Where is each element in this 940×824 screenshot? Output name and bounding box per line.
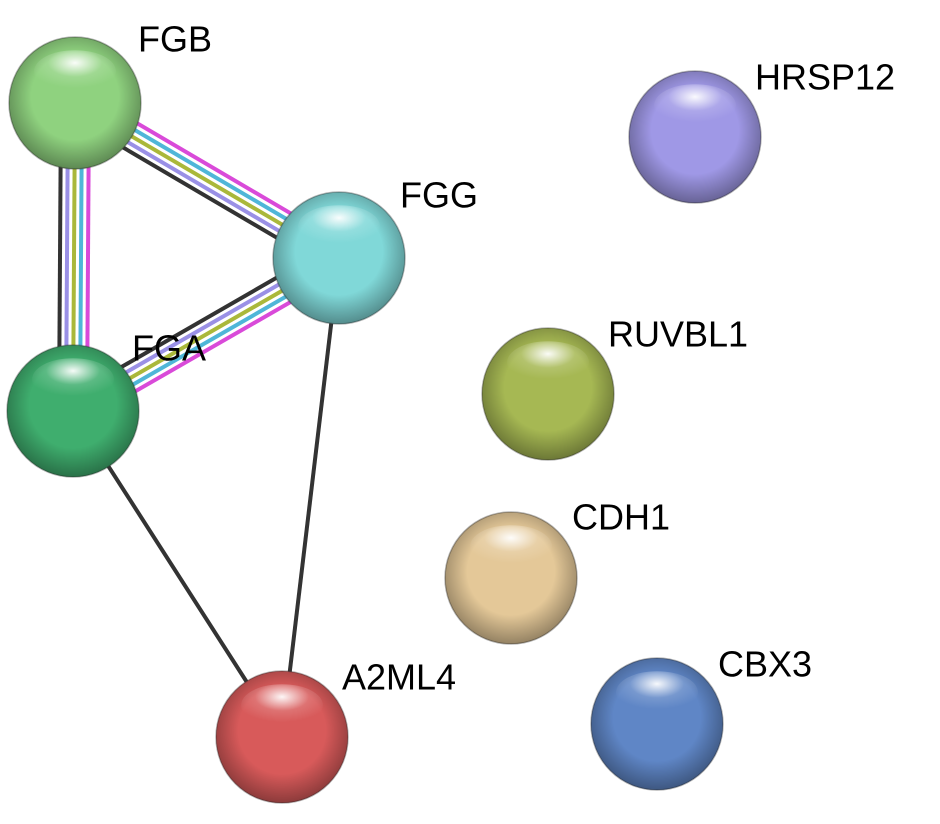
- node-highlight: [616, 671, 698, 714]
- node-label: FGB: [138, 19, 212, 60]
- node-highlight: [507, 341, 589, 384]
- node-hrsp12[interactable]: HRSP12: [628, 57, 895, 204]
- edge-strand-co-occurrence: [280, 257, 341, 738]
- edge-fgg-a2ml4[interactable]: [280, 257, 341, 738]
- node-label: HRSP12: [755, 57, 895, 98]
- node-fgb[interactable]: FGB: [8, 19, 212, 170]
- node-label: CBX3: [718, 644, 812, 685]
- node-fgg[interactable]: FGG: [272, 175, 478, 325]
- node-label: FGA: [132, 328, 206, 369]
- node-label: RUVBL1: [608, 314, 748, 355]
- node-fga[interactable]: FGA: [6, 328, 206, 478]
- node-highlight: [32, 358, 114, 401]
- node-highlight: [34, 50, 116, 93]
- node-highlight: [298, 205, 380, 248]
- node-highlight: [241, 684, 323, 727]
- node-cbx3[interactable]: CBX3: [590, 644, 812, 791]
- node-highlight: [654, 84, 736, 127]
- node-cdh1[interactable]: CDH1: [444, 497, 670, 645]
- node-a2ml4[interactable]: A2ML4: [215, 657, 456, 804]
- node-highlight: [470, 525, 552, 568]
- node-label: A2ML4: [342, 657, 456, 698]
- node-ruvbl1[interactable]: RUVBL1: [481, 314, 748, 461]
- node-label: CDH1: [572, 497, 670, 538]
- node-label: FGG: [400, 175, 478, 216]
